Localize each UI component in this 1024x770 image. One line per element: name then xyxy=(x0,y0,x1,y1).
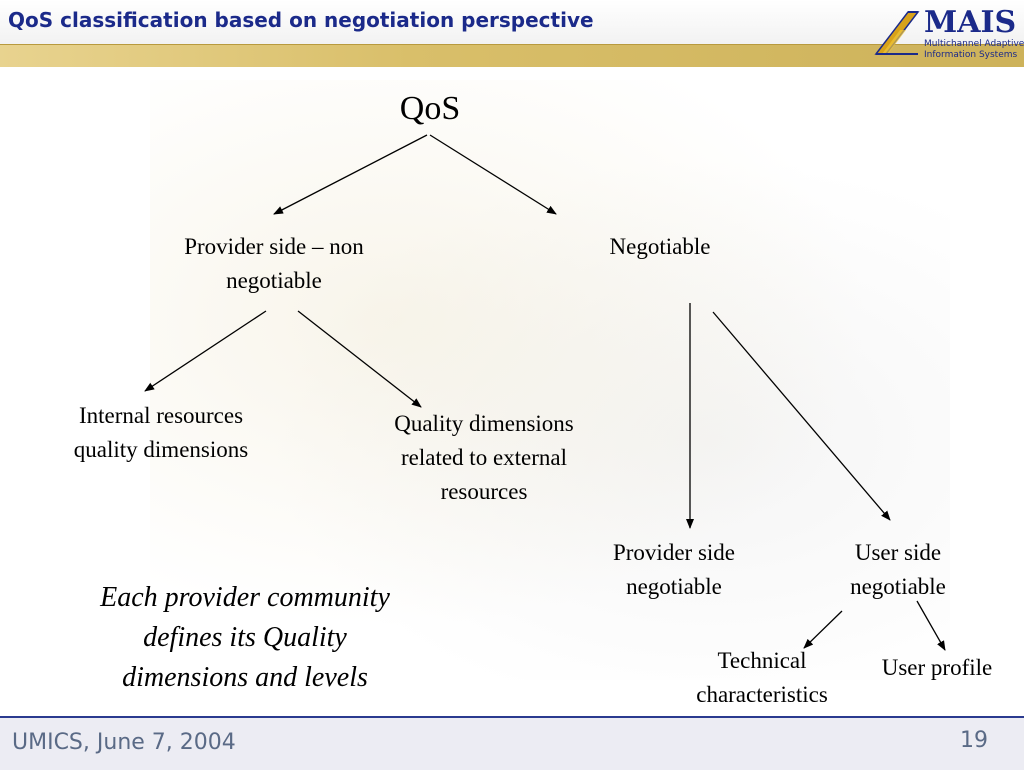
logo-subtitle-line2: Information Systems xyxy=(924,50,1018,60)
node-provider-negotiable-line2: negotiable xyxy=(626,574,722,599)
edge-user-to-profile xyxy=(916,600,946,651)
header-band xyxy=(0,44,1024,67)
community-note: Each provider community defines its Qual… xyxy=(50,578,440,698)
slide-title: QoS classification based on negotiation … xyxy=(8,8,594,32)
logo-subtitle-line1: Multichannel Adaptive xyxy=(924,39,1024,49)
node-internal-resources-line1: Internal resources xyxy=(78,403,244,428)
node-provider-non-negotiable: Provider side – non negotiable xyxy=(144,230,404,298)
edge-qos-to-provider xyxy=(273,134,428,215)
node-internal-resources: Internal resources quality dimensions xyxy=(36,399,286,467)
community-note-line3: dimensions and levels xyxy=(122,662,368,693)
node-external-resources: Quality dimensions related to external r… xyxy=(360,407,608,509)
community-note-line2: defines its Quality xyxy=(143,622,347,653)
node-provider-negotiable-line1: Provider side xyxy=(612,540,735,565)
node-user-negotiable-line2: negotiable xyxy=(850,574,946,599)
slide-header: QoS classification based on negotiation … xyxy=(0,0,1024,44)
node-qos: QoS xyxy=(399,90,461,127)
mais-logo-icon xyxy=(874,11,920,55)
slide-footer: UMICS, June 7, 2004 19 xyxy=(0,716,1024,770)
node-provider-non-negotiable-line1: Provider side – non xyxy=(184,234,364,259)
node-technical-line2: characteristics xyxy=(696,682,828,707)
node-provider-negotiable: Provider side negotiable xyxy=(584,536,764,604)
mais-logo: MAIS Multichannel Adaptive Information S… xyxy=(870,5,1024,62)
node-internal-resources-line2: quality dimensions xyxy=(73,437,249,462)
node-technical-line1: Technical xyxy=(717,648,807,673)
node-technical-characteristics: Technical characteristics xyxy=(672,644,852,712)
node-negotiable: Negotiable xyxy=(609,234,711,259)
node-external-resources-line3: resources xyxy=(440,479,528,504)
edge-negotiable-to-user-negotiable xyxy=(712,311,891,521)
edge-user-to-technical xyxy=(803,610,843,649)
node-user-negotiable: User side negotiable xyxy=(818,536,978,604)
node-provider-non-negotiable-line2: negotiable xyxy=(226,268,322,293)
node-user-profile: User profile xyxy=(881,655,993,680)
footer-date: UMICS, June 7, 2004 xyxy=(12,730,236,755)
logo-wordmark: MAIS xyxy=(924,5,1017,40)
page-number: 19 xyxy=(960,728,988,753)
node-user-negotiable-line1: User side xyxy=(854,540,942,565)
edge-provider-to-external xyxy=(297,310,422,408)
node-external-resources-line1: Quality dimensions xyxy=(394,411,574,436)
node-external-resources-line2: related to external xyxy=(400,445,568,470)
edge-provider-to-internal xyxy=(144,310,267,392)
edge-qos-to-negotiable xyxy=(429,134,557,215)
community-note-line1: Each provider community xyxy=(100,582,390,613)
